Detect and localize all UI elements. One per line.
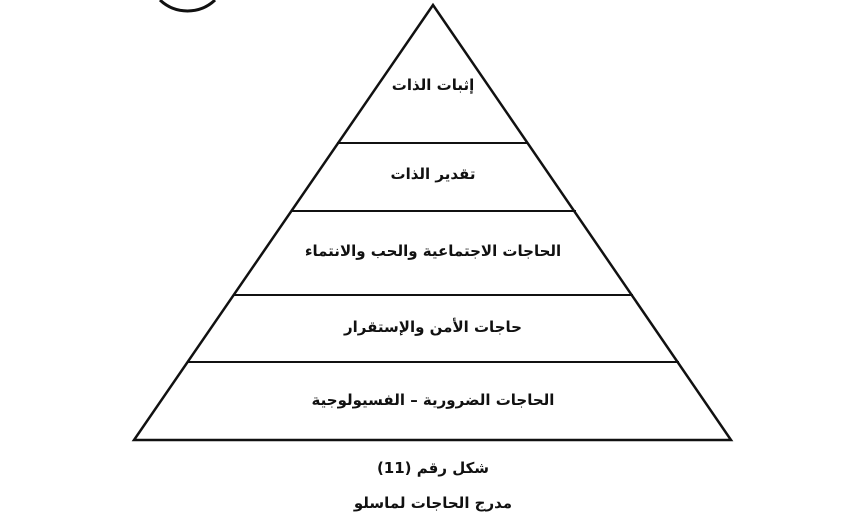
figure-number-caption: شكل رقم (11) bbox=[376, 459, 490, 477]
corner-circle-fragment bbox=[158, 0, 217, 13]
level-label-esteem: تقدير الذات bbox=[391, 165, 476, 183]
level-label-social-belonging: الحاجات الاجتماعية والحب والانتماء bbox=[305, 242, 561, 260]
level-label-physiological: الحاجات الضرورية – الفسيولوجية bbox=[312, 391, 555, 409]
level-label-self-actualization: إثبات الذات bbox=[392, 76, 474, 94]
level-label-safety: حاجات الأمن والإستقرار bbox=[343, 318, 522, 336]
figure-title-caption: مدرج الحاجات لماسلو bbox=[353, 494, 513, 512]
pyramid-outline bbox=[131, 2, 734, 442]
